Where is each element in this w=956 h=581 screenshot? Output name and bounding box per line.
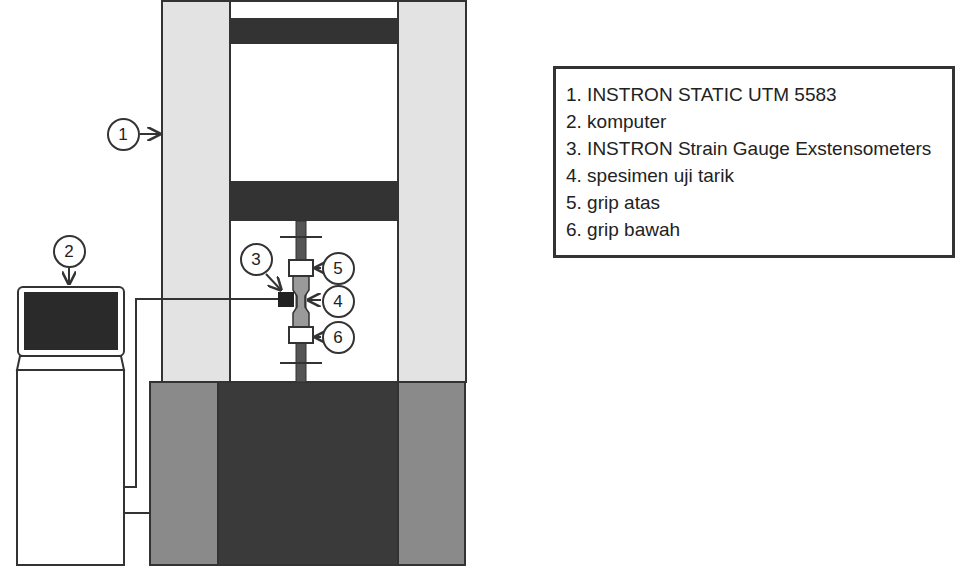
leader-arrow [315, 267, 321, 269]
callout-circle: 6 [322, 321, 355, 354]
monitor [18, 287, 124, 356]
key-entry: 6. grip bawah [566, 216, 942, 243]
signal-wire [124, 299, 278, 487]
leader-arrow [140, 133, 160, 135]
tensile-specimen [293, 276, 309, 327]
key-entry: 3. INSTRON Strain Gauge Exstensometers [566, 135, 942, 162]
key-entry: 2. komputer [566, 108, 942, 135]
callout-number: 5 [333, 260, 342, 277]
leader-arrow [315, 336, 321, 338]
rod-tick [280, 236, 322, 238]
keyboard [17, 356, 124, 370]
callout-number: 4 [333, 293, 342, 310]
left-column [162, 1, 230, 382]
callout-circle: 2 [53, 235, 86, 268]
callout-number: 1 [118, 126, 127, 143]
right-column [398, 1, 466, 382]
callout-circle: 5 [322, 252, 355, 285]
machine-base [150, 382, 465, 565]
upper-grip [289, 260, 313, 276]
frame-interior [230, 1, 398, 382]
leader-arrow [308, 299, 321, 301]
callout-circle: 1 [107, 118, 140, 151]
computer-desk [17, 370, 124, 565]
callout-circle: 3 [240, 243, 273, 276]
callout-circle: 4 [322, 285, 355, 318]
key-box: 1. INSTRON STATIC UTM 55832. komputer3. … [553, 66, 955, 258]
leader-arrow [68, 268, 70, 284]
top-crosshead [230, 18, 398, 44]
extensometer [278, 292, 294, 307]
key-entry: 5. grip atas [566, 189, 942, 216]
base-center [218, 382, 398, 565]
moving-crosshead [230, 181, 398, 221]
monitor-screen [24, 292, 118, 350]
callout-number: 6 [333, 329, 342, 346]
key-entry: 4. spesimen uji tarik [566, 162, 942, 189]
lower-grip [289, 327, 313, 343]
key-entry: 1. INSTRON STATIC UTM 5583 [566, 81, 942, 108]
signal-wire [124, 512, 150, 514]
callout-number: 3 [251, 251, 260, 268]
rod-tick [280, 362, 322, 364]
callout-number: 2 [64, 243, 73, 260]
leader-arrow [266, 274, 281, 290]
